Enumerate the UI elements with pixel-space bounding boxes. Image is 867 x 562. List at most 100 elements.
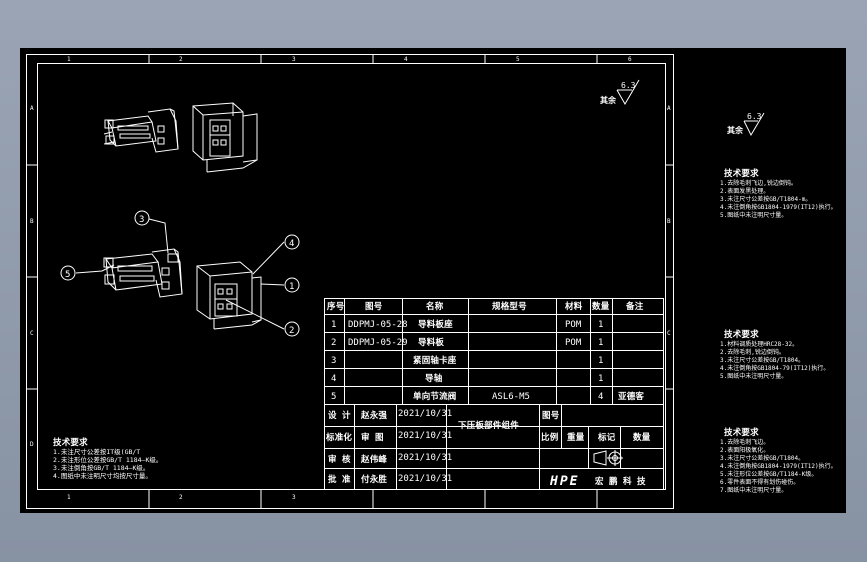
zone-row-b-right: B — [667, 218, 671, 225]
bom-row-no: 5 — [331, 392, 336, 402]
side-notes-line: 2.去除毛刺,锐边倒钝。 — [720, 348, 785, 356]
zone-col-1-bottom: 1 — [67, 494, 71, 501]
balloon-5-label: 5 — [65, 270, 70, 280]
signoff-date: 2021/10/31 — [398, 431, 452, 441]
bom-row-material: POM — [565, 338, 582, 348]
side-notes-line: 6.零件表面不得有划伤碰伤。 — [720, 478, 799, 486]
balloons[interactable]: 1 2 3 4 5 — [60, 210, 300, 337]
side-notes-title: 技术要求 — [724, 168, 759, 179]
side-notes-line: 5.未注形位公差按GB/T1184-K级。 — [720, 470, 817, 478]
company-logo: HPE — [549, 474, 579, 489]
side-notes-title: 技术要求 — [724, 329, 759, 340]
side-notes-line: 4.未注倒角按GB1804-1979(IT12)执行。 — [720, 203, 837, 211]
company-name: 宏 鹏 科 技 — [595, 476, 646, 487]
drawing-canvas[interactable]: 1 2 3 4 5 6 1 2 3 A B C D A B C 其余 6.3 其… — [20, 48, 846, 513]
bom-row-name: 紧固轴卡座 — [413, 355, 457, 366]
signoff-date: 2021/10/31 — [398, 409, 452, 419]
zone-ticks — [26, 54, 674, 509]
bom-table[interactable] — [324, 298, 664, 405]
outer-frame — [26, 54, 674, 509]
bom-row-qty: 1 — [598, 320, 603, 330]
bom-row-no: 4 — [331, 374, 336, 384]
table-row: 2 DDPMJ-05-29 导料板 POM 1 — [331, 337, 603, 348]
zone-col-1: 1 — [67, 56, 71, 63]
signoff-name: 审 图 — [361, 432, 384, 443]
bom-header-qty: 数量 — [592, 301, 610, 312]
cylinder-assembly-top — [103, 108, 179, 153]
drawing-title: 下压板部件组件 — [458, 420, 519, 431]
bom-row-material: POM — [565, 320, 582, 330]
balloon-5[interactable]: 5 — [60, 265, 76, 281]
bom-row-no: 2 — [331, 338, 336, 348]
signoff-role: 批 准 — [328, 474, 351, 485]
balloon-4-label: 4 — [289, 239, 294, 249]
bom-row-name: 导料板座 — [418, 319, 453, 330]
zone-labels: 1 2 3 4 5 6 1 2 3 A B C D A B C — [30, 56, 671, 501]
side-notes-line: 1.去除毛刺飞边。 — [720, 438, 769, 446]
notes-main-line: 4.图纸中未注明尺寸均按尺寸量。 — [53, 471, 152, 480]
block-assembly-top — [192, 102, 258, 173]
block-assembly-main — [196, 261, 262, 330]
roughness-value-main: 6.3 — [621, 81, 636, 90]
bom-row-code: DDPMJ-05-28 — [348, 320, 408, 330]
roughness-label-main: 其余 — [600, 95, 617, 105]
zone-col-4: 4 — [404, 56, 408, 63]
notes-main-title: 技术要求 — [53, 437, 88, 448]
bom-row-name: 单向节流阀 — [413, 391, 457, 402]
assembly-view-main[interactable] — [103, 248, 262, 330]
assembly-view-top[interactable] — [103, 102, 258, 173]
bom-header-name: 名称 — [426, 301, 444, 312]
bom-row-qty: 1 — [598, 338, 603, 348]
balloon-2[interactable]: 2 — [284, 321, 300, 337]
bom-row-name: 导轴 — [425, 373, 443, 384]
table-row: 4 导轴 1 — [331, 373, 603, 384]
side-notes-line: 1.去除毛刺飞边,锐边倒钝。 — [720, 179, 797, 187]
side-notes-line: 2.表面发黑处理。 — [720, 187, 769, 195]
notes-main-line: 3.未注倒角按GB/T 1184—K级。 — [53, 463, 149, 472]
bom-row-spec: ASL6-M5 — [492, 392, 530, 402]
side-notes-3: 技术要求 1.去除毛刺飞边。 2.表面阳极氧化。 3.未注尺寸公差按GB/T18… — [720, 427, 837, 494]
side-notes-line: 4.未注倒角按GB1804-79(IT12)执行。 — [720, 364, 829, 372]
zone-row-a-right: A — [667, 105, 671, 112]
table-row: 5 单向节流阀 ASL6-M5 4 亚德客 — [331, 391, 644, 402]
side-notes-line: 7.图纸中未注明尺寸量。 — [720, 486, 787, 494]
balloon-1[interactable]: 1 — [284, 277, 300, 293]
notes-main-line: 1.未注尺寸公差按IT级(GB/T — [53, 447, 140, 456]
roughness-value-side: 6.3 — [747, 112, 762, 121]
bom-row-qty: 1 — [598, 356, 603, 366]
bom-row-code: DDPMJ-05-29 — [348, 338, 408, 348]
scale-label: 比例 — [541, 432, 559, 443]
balloon-4[interactable]: 4 — [284, 234, 300, 250]
signoff-name: 赵永强 — [360, 410, 387, 421]
signoff-name: 付永胜 — [361, 474, 387, 485]
side-notes-line: 2.表面阳极氧化。 — [720, 446, 769, 454]
zone-col-5: 5 — [516, 56, 520, 63]
zone-col-3: 3 — [292, 56, 296, 63]
signoff-name: 赵伟峰 — [360, 454, 387, 465]
bom-rows: 1 DDPMJ-05-28 导料板座 POM 1 2 DDPMJ-05-29 导… — [331, 319, 644, 402]
zone-col-2: 2 — [179, 56, 183, 63]
side-notes-line: 3.未注尺寸公差按GB/T1804-m。 — [720, 195, 811, 203]
cad-viewport[interactable]: 1 2 3 4 5 6 1 2 3 A B C D A B C 其余 6.3 其… — [20, 48, 846, 513]
zone-row-c: C — [30, 330, 34, 337]
side-notes-line: 1.材料调质处理HRC28-32。 — [720, 340, 798, 348]
signoff-role: 设 计 — [328, 410, 351, 421]
balloon-3[interactable]: 3 — [134, 210, 150, 226]
cylinder-assembly-main — [103, 248, 183, 298]
signoff-role: 标准化 — [325, 432, 352, 443]
roughness-symbol-side: 其余 6.3 — [727, 112, 765, 137]
zone-col-2-bottom: 2 — [179, 494, 183, 501]
balloon-3-label: 3 — [139, 215, 144, 225]
zone-row-d: D — [30, 441, 34, 448]
bom-row-qty: 4 — [598, 392, 603, 402]
signoff-role: 审 核 — [328, 454, 351, 465]
side-notes-2: 技术要求 1.材料调质处理HRC28-32。 2.去除毛刺,锐边倒钝。 3.未注… — [720, 329, 829, 380]
zone-col-3-bottom: 3 — [292, 494, 296, 501]
balloon-2-label: 2 — [289, 326, 294, 336]
mark-label: 标记 — [597, 432, 616, 443]
weight-label: 重量 — [567, 432, 585, 443]
signoff-date: 2021/10/31 — [398, 474, 452, 484]
bom-row-no: 3 — [331, 356, 336, 366]
title-block[interactable] — [324, 404, 664, 490]
side-notes-line: 4.未注倒角按GB1804-1979(IT12)执行。 — [720, 462, 837, 470]
